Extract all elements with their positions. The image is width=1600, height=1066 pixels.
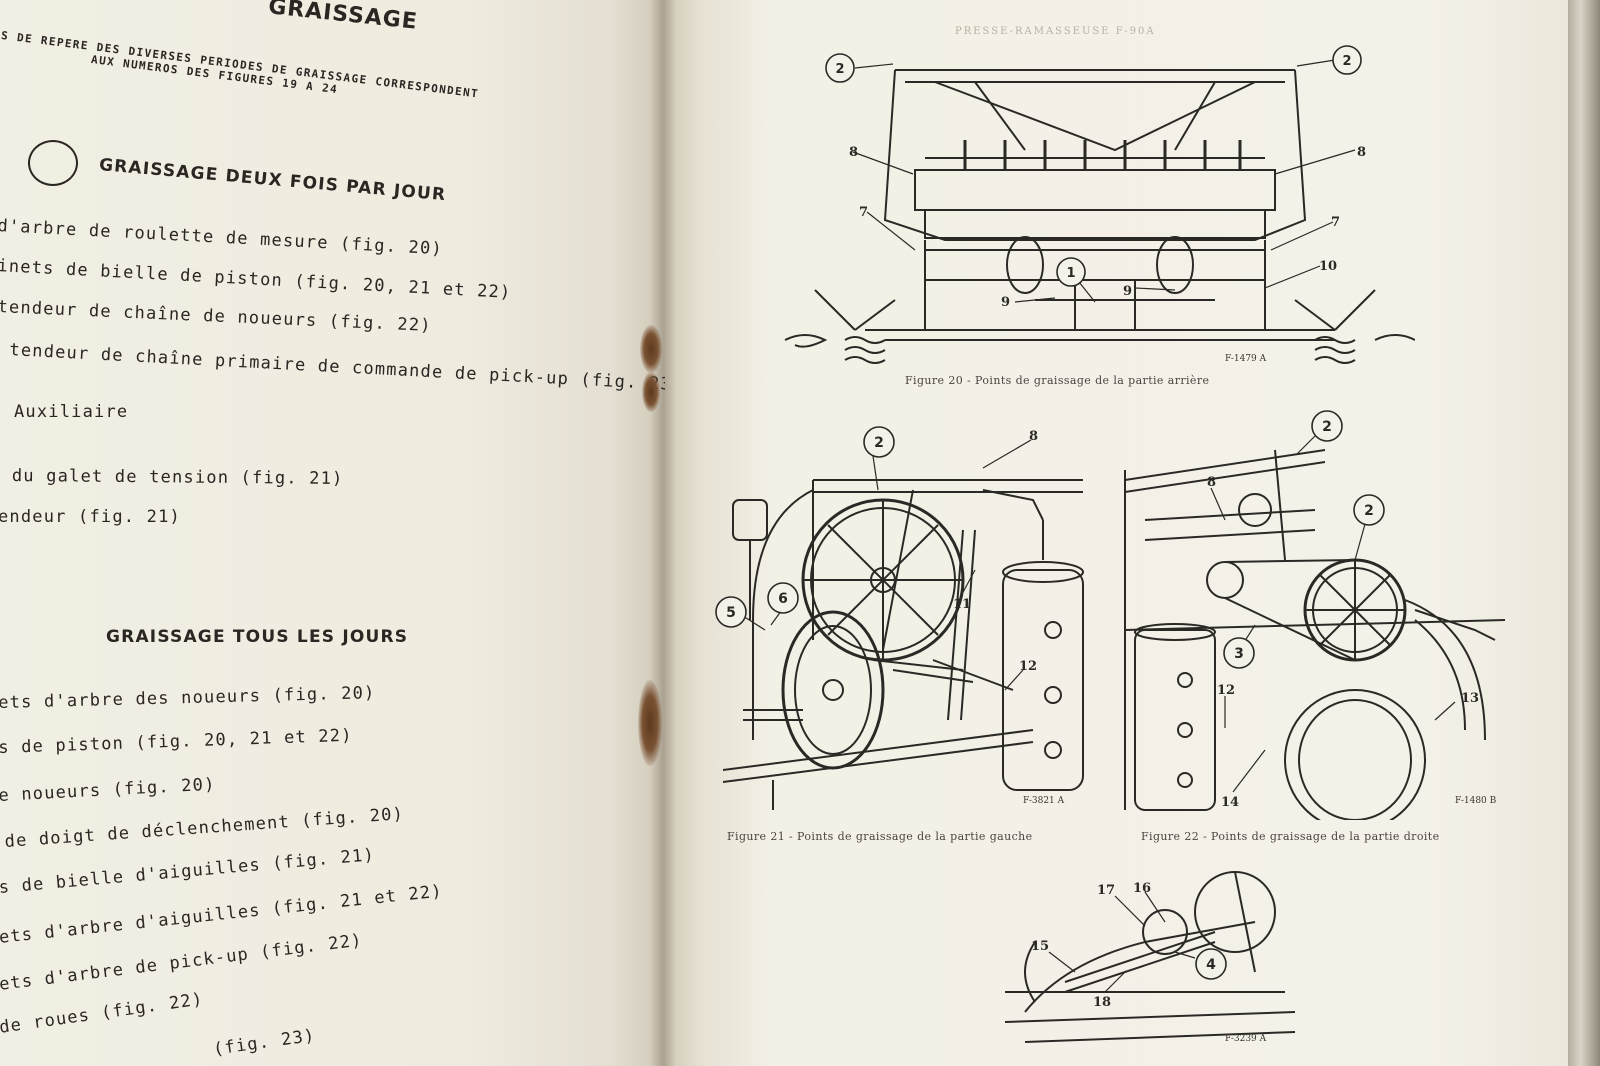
section-heading-twice-daily: GRAISSAGE DEUX FOIS PAR JOUR — [98, 155, 448, 206]
fig22-label: 2 — [1364, 503, 1374, 519]
figure-22-caption: Figure 22 - Points de graissage de la pa… — [1141, 830, 1440, 843]
fig20-label: 9 — [1001, 295, 1010, 310]
fig22-label: 12 — [1217, 683, 1235, 698]
fig22-label: 3 — [1234, 646, 1244, 662]
rust-stain — [642, 372, 660, 412]
fig20-label: 2 — [835, 62, 844, 77]
running-header: PRESSE-RAMASSEUSE F-90A — [955, 26, 1156, 37]
figure-23-drawing: 17 16 15 4 18 — [1005, 871, 1296, 1043]
section-heading-daily: GRAISSAGE TOUS LES JOURS — [106, 627, 409, 647]
list-item: de roues (fig. 22) — [0, 989, 205, 1038]
fig22-label: 13 — [1461, 691, 1479, 706]
fig23-label: 18 — [1093, 995, 1111, 1010]
page-edge — [1568, 0, 1600, 1066]
rust-stain — [638, 680, 662, 766]
fig21-label: 8 — [1029, 429, 1038, 444]
list-item: (fig. 23) — [212, 1025, 317, 1060]
list-item: du galet de tension (fig. 21) — [11, 466, 344, 489]
fig20-label: 9 — [1123, 284, 1132, 299]
list-item: s de piston (fig. 20, 21 et 22) — [0, 725, 353, 758]
fig21-label: 5 — [726, 605, 736, 621]
list-item: tendeur de chaîne de noueurs (fig. 22) — [0, 297, 433, 336]
figure-22-drawing: 2 8 2 3 12 13 14 — [1124, 410, 1506, 820]
list-item: tendeur de chaîne primaire de commande d… — [8, 340, 665, 396]
rust-stain — [640, 325, 662, 373]
list-item: inets de bielle de piston (fig. 20, 21 e… — [0, 256, 512, 303]
fig21-label: 2 — [874, 435, 884, 451]
list-item: s de bielle d'aiguilles (fig. 21) — [0, 845, 376, 898]
list-item: endeur (fig. 21) — [0, 507, 181, 527]
fig22-label: 14 — [1221, 795, 1239, 810]
list-item: Auxiliaire — [14, 402, 129, 422]
figure-21-code: F-3821 A — [1023, 796, 1065, 806]
page-title: GRAISSAGE — [267, 0, 419, 35]
right-page: PRESSE-RAMASSEUSE F-90A — [665, 0, 1570, 1066]
fig20-label: 1 — [1066, 266, 1075, 281]
figure-21-caption: Figure 21 - Points de graissage de la pa… — [727, 830, 1033, 843]
figure-22-code: F-1480 B — [1455, 796, 1497, 806]
fig20-label: 10 — [1319, 259, 1337, 274]
fig20-label: 8 — [1357, 145, 1366, 160]
fig23-label: 15 — [1031, 939, 1049, 954]
fig22-label: 2 — [1322, 419, 1332, 435]
list-item: ets d'arbre des noueurs (fig. 20) — [0, 683, 376, 713]
figure-21-drawing: 2 8 5 6 11 12 — [715, 426, 1084, 810]
figure-20-drawing: 2 2 8 8 7 7 1 9 9 10 — [784, 45, 1415, 364]
figure-23-code: F-3239 A — [1225, 1034, 1267, 1044]
fig23-label: 4 — [1206, 957, 1216, 973]
book-gutter-shadow — [650, 0, 676, 1066]
fig20-label: 2 — [1342, 54, 1351, 69]
list-item: d'arbre de roulette de mesure (fig. 20) — [0, 216, 444, 260]
fig20-label: 7 — [1331, 215, 1340, 230]
fig23-label: 16 — [1133, 881, 1151, 896]
fig23-label: 17 — [1097, 883, 1115, 898]
fig21-label: 12 — [1019, 659, 1037, 674]
list-item: e noueurs (fig. 20) — [0, 774, 217, 806]
intro-line-1: OS DE REPERE DES DIVERSES PERIODES DE GR… — [0, 28, 480, 101]
figure-20-code: F-1479 A — [1225, 354, 1267, 364]
list-item: de doigt de déclenchement (fig. 20) — [4, 804, 405, 852]
fig22-label: 8 — [1207, 475, 1216, 490]
fig21-label: 6 — [778, 591, 788, 607]
fig20-label: 7 — [859, 205, 868, 220]
fig21-label: 11 — [953, 597, 971, 612]
left-page: GRAISSAGE OS DE REPERE DES DIVERSES PERI… — [0, 0, 665, 1066]
period-circle-symbol — [28, 140, 78, 186]
fig20-label: 8 — [849, 145, 858, 160]
figure-20-caption: Figure 20 - Points de graissage de la pa… — [905, 374, 1210, 387]
